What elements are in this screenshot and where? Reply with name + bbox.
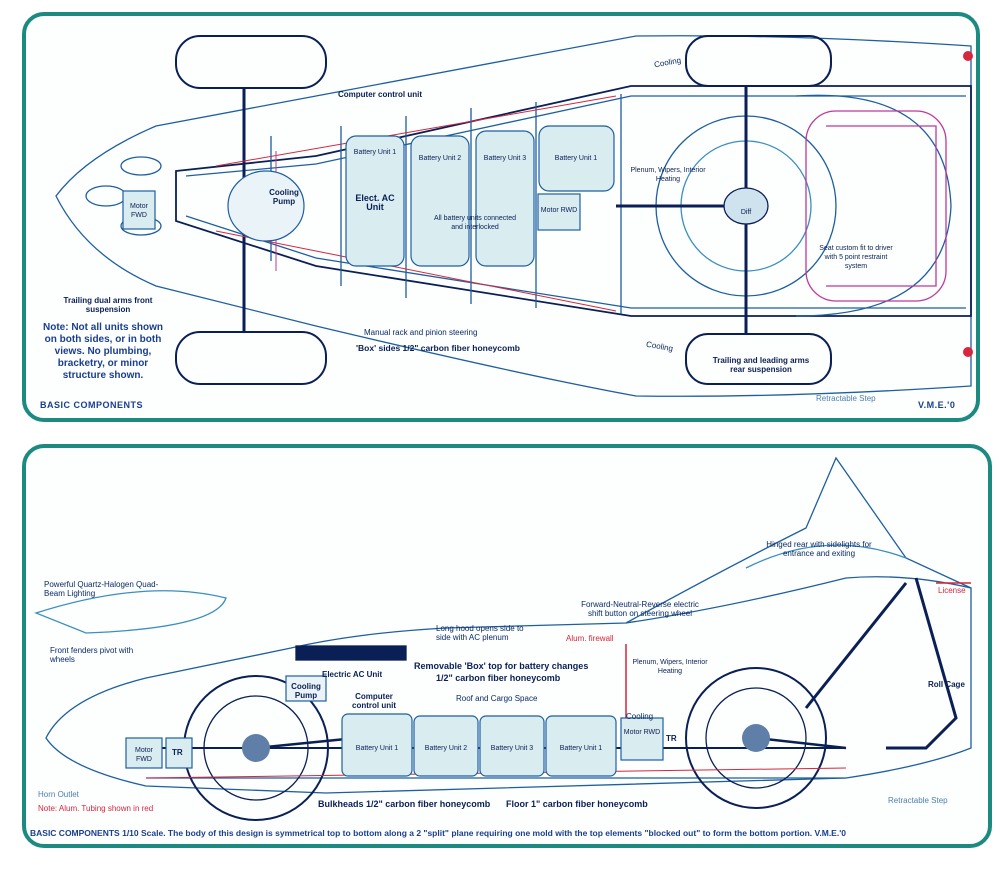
label-battery-unit-1b: Battery Unit 1 bbox=[554, 155, 598, 162]
side-view-drawing bbox=[34, 456, 972, 821]
label-bulkheads: Bulkheads 1/2" carbon fiber honeycomb bbox=[318, 799, 491, 809]
label-elect-ac-unit: Elect. AC Unit bbox=[355, 193, 395, 212]
label-fwd-neutral: Forward-Neutral-Reverse electric shift b… bbox=[581, 600, 699, 618]
label-removable-box: Removable 'Box' top for battery changes bbox=[414, 661, 589, 671]
label-headlights: Powerful Quartz-Halogen Quad-Beam Lighti… bbox=[44, 580, 159, 598]
top-view-caption: BASIC COMPONENTS bbox=[40, 400, 144, 410]
label-retractable-step: Retractable Step bbox=[816, 394, 876, 403]
label-hinged-rear: Hinged rear with sidelights for entrance… bbox=[766, 540, 872, 558]
label-removable-box-2: 1/2" carbon fiber honeycomb bbox=[436, 673, 561, 683]
label-retractable-step-side: Retractable Step bbox=[888, 796, 948, 805]
label-battery-unit-3: Battery Unit 3 bbox=[483, 155, 527, 162]
label-computer-control-unit: Computer control unit bbox=[338, 90, 422, 99]
side-view-caption: BASIC COMPONENTS 1/10 Scale. The body of… bbox=[30, 828, 846, 838]
top-view-drawing bbox=[55, 35, 973, 397]
label-roll-cage: Roll Cage bbox=[928, 680, 965, 689]
label-battery-note: All battery units connected and interloc… bbox=[433, 215, 517, 231]
label-motor-rwd: Motor RWD bbox=[540, 207, 578, 214]
label-license: License bbox=[938, 586, 966, 595]
top-view-note: Note: Not all units shown on both sides,… bbox=[43, 322, 163, 381]
label-box-sides: 'Box' sides 1/2" carbon fiber honeycomb bbox=[356, 343, 520, 353]
label-motor-fwd-side: Motor FWD bbox=[135, 747, 153, 763]
label-horn-outlet: Horn Outlet bbox=[38, 790, 79, 799]
label-motor-rwd-side: Motor RWD bbox=[623, 729, 661, 736]
label-motor-fwd: Motor FWD bbox=[130, 203, 148, 219]
label-battery-unit-2: Battery Unit 2 bbox=[418, 155, 462, 162]
label-steering: Manual rack and pinion steering bbox=[364, 328, 478, 337]
label-tr-b: TR bbox=[666, 734, 677, 743]
label-long-hood: Long hood opens side to side with AC ple… bbox=[436, 624, 524, 642]
label-roof-cargo: Roof and Cargo Space bbox=[456, 694, 538, 703]
label-trailing-front: Trailing dual arms front suspension bbox=[63, 296, 153, 314]
top-view-signature: V.M.E.'0 bbox=[918, 400, 956, 410]
label-tr-a: TR bbox=[172, 748, 183, 757]
label-plenum-side: Plenum, Wipers, Interior Heating bbox=[632, 659, 708, 675]
label-computer-control-side: Computer control unit bbox=[352, 692, 396, 710]
label-battery-3-side: Battery Unit 3 bbox=[490, 745, 534, 752]
label-battery-1b-side: Battery Unit 1 bbox=[559, 745, 603, 752]
label-plenum: Plenum, Wipers, Interior Heating bbox=[630, 167, 706, 183]
label-floor: Floor 1" carbon fiber honeycomb bbox=[506, 799, 648, 809]
top-view-panel: Computer control unit Cooling Pump Elect… bbox=[22, 12, 980, 422]
label-seat-note: Seat custom fit to driver with 5 point r… bbox=[819, 245, 893, 270]
label-cooling-side: Cooling bbox=[626, 712, 654, 721]
label-front-fenders: Front fenders pivot with wheels bbox=[50, 646, 134, 664]
label-trailing-rear: Trailing and leading arms rear suspensio… bbox=[712, 356, 810, 374]
label-battery-1a-side: Battery Unit 1 bbox=[355, 745, 399, 752]
label-alum-firewall: Alum. firewall bbox=[566, 634, 614, 643]
label-electric-ac: Electric AC Unit bbox=[322, 670, 383, 679]
label-diff: Diff bbox=[740, 209, 752, 216]
label-alum-tubing-note: Note: Alum. Tubing shown in red bbox=[38, 804, 154, 813]
side-view-panel: Powerful Quartz-Halogen Quad-Beam Lighti… bbox=[22, 444, 992, 848]
label-cooling-pump: Cooling Pump bbox=[269, 188, 299, 206]
label-battery-unit-1a: Battery Unit 1 bbox=[353, 149, 397, 156]
label-cooling-pump-side: Cooling Pump bbox=[291, 682, 321, 700]
label-battery-2-side: Battery Unit 2 bbox=[424, 745, 468, 752]
